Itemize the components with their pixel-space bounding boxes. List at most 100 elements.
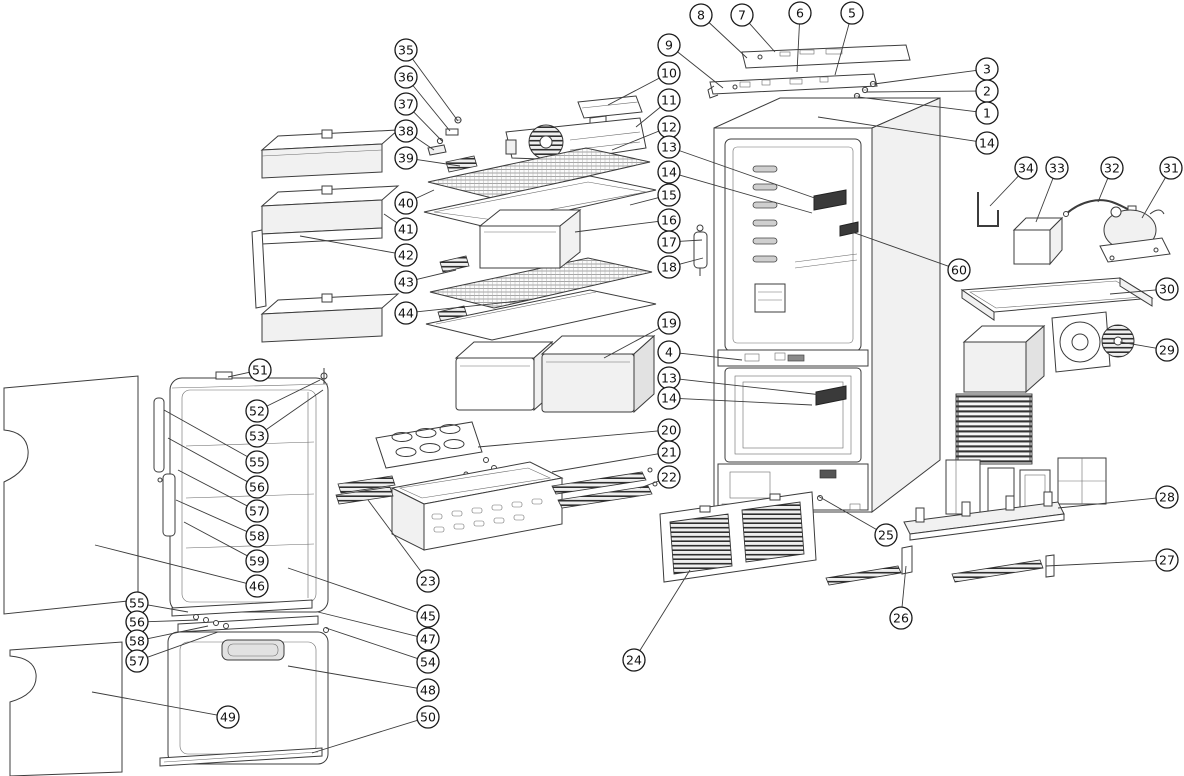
- callout-48: 48: [287, 665, 440, 702]
- callout-leader-line: [901, 565, 907, 608]
- callout-29: 29: [1119, 338, 1179, 362]
- crisper-bin-left: [454, 340, 554, 412]
- callout-leader-line: [317, 611, 418, 637]
- callout-balloon: [874, 523, 898, 547]
- callout-40: 40: [394, 189, 435, 215]
- callout-balloon: [975, 131, 999, 155]
- callout-number: 35: [398, 43, 414, 58]
- callout-number: 57: [129, 654, 145, 669]
- callout-leader-line: [679, 174, 813, 214]
- callout-leader-line: [175, 499, 248, 532]
- callout-number: 24: [626, 653, 642, 668]
- callout-leader-line: [551, 453, 659, 473]
- callout-number: 58: [249, 529, 265, 544]
- shelf-clip-1: [439, 255, 470, 273]
- callout-leader-line: [367, 499, 422, 573]
- condenser-coil: [955, 393, 1033, 465]
- callout-balloon: [394, 243, 418, 267]
- callout-leader-line: [629, 197, 659, 206]
- callout-number: 40: [398, 196, 414, 211]
- callout-leader-line: [639, 480, 659, 489]
- callout-number: 44: [398, 306, 414, 321]
- shelf-frame: [423, 175, 657, 229]
- callout-number: 55: [129, 596, 145, 611]
- callout-47: 47: [317, 611, 440, 651]
- callout-leader-line: [873, 70, 977, 85]
- callout-number: 41: [398, 222, 414, 237]
- callout-leader-line: [989, 175, 1019, 207]
- callout-leader-line: [679, 378, 823, 396]
- callout-number: 13: [661, 140, 677, 155]
- callout-55: 55: [125, 591, 189, 615]
- electrical-box: [962, 324, 1046, 394]
- callout-balloon: [788, 1, 812, 25]
- main-cabinet: [713, 97, 941, 514]
- callout-leader-line: [603, 327, 660, 359]
- callout-balloon: [657, 183, 681, 207]
- drawing-layer: [3, 44, 1171, 776]
- callout-14: 14: [817, 116, 999, 155]
- callout-number: 45: [420, 609, 436, 624]
- callout-16: 16: [574, 208, 681, 233]
- callout-31: 31: [1141, 156, 1183, 219]
- callout-20: 20: [477, 418, 681, 448]
- callout-52: 52: [245, 379, 321, 423]
- callout-balloon: [245, 549, 269, 573]
- callout-balloon: [657, 311, 681, 335]
- callout-9: 9: [657, 33, 724, 89]
- callout-leader-line: [147, 619, 199, 623]
- callout-number: 28: [1159, 490, 1175, 505]
- door-bin-middle: [260, 185, 400, 245]
- callout-balloon: [248, 358, 272, 382]
- callout-number: 25: [878, 528, 894, 543]
- callout-balloon: [657, 61, 681, 85]
- callout-balloon: [245, 499, 269, 523]
- callout-balloon: [394, 119, 418, 143]
- callout-leader-line: [416, 159, 461, 167]
- base-trim-rails: [951, 554, 1055, 583]
- callout-14: 14: [657, 386, 813, 410]
- callout-7: 7: [730, 3, 776, 53]
- callout-leader-line: [167, 437, 248, 483]
- callout-34: 34: [989, 156, 1038, 207]
- callout-balloon: [657, 88, 681, 112]
- callout-number: 4: [665, 345, 673, 360]
- callout-11: 11: [635, 88, 681, 128]
- fan-assembly: [505, 117, 647, 161]
- callout-leader-line: [817, 495, 877, 530]
- callout-leader-line: [177, 469, 248, 507]
- callout-number: 23: [420, 574, 436, 589]
- freezer-door-liner: [167, 631, 329, 765]
- callout-leader-line: [227, 371, 250, 378]
- callout-leader-line: [147, 604, 189, 613]
- callout-number: 37: [398, 97, 414, 112]
- callout-leader-line: [851, 231, 949, 267]
- callout-number: 55: [249, 455, 265, 470]
- callout-balloon: [416, 569, 440, 593]
- callout-number: 11: [661, 93, 677, 108]
- callout-number: 38: [398, 124, 414, 139]
- callout-number: 54: [420, 655, 436, 670]
- callout-balloon: [245, 399, 269, 423]
- callout-number: 2: [983, 84, 991, 99]
- callout-3: 3: [873, 57, 999, 85]
- glass-shelf: [425, 289, 657, 341]
- callout-leader-line: [299, 235, 396, 254]
- callout-number: 56: [129, 615, 145, 630]
- callout-balloon: [416, 650, 440, 674]
- callout-18: 18: [657, 255, 704, 279]
- callout-number: 33: [1049, 161, 1065, 176]
- callout-leader-line: [865, 90, 977, 93]
- callout-number: 6: [796, 6, 804, 21]
- callout-leader-line: [1119, 341, 1157, 349]
- callout-number: 59: [249, 554, 265, 569]
- callout-balloon: [394, 217, 418, 241]
- callout-46: 46: [94, 544, 269, 598]
- callout-leader-line: [287, 567, 418, 613]
- callout-38: 38: [394, 119, 435, 151]
- control-panel: [707, 44, 911, 99]
- callout-35: 35: [394, 38, 459, 122]
- callout-leader-line: [1097, 178, 1109, 203]
- callout-leader-line: [414, 136, 435, 151]
- drawer-rail-left: [335, 475, 396, 505]
